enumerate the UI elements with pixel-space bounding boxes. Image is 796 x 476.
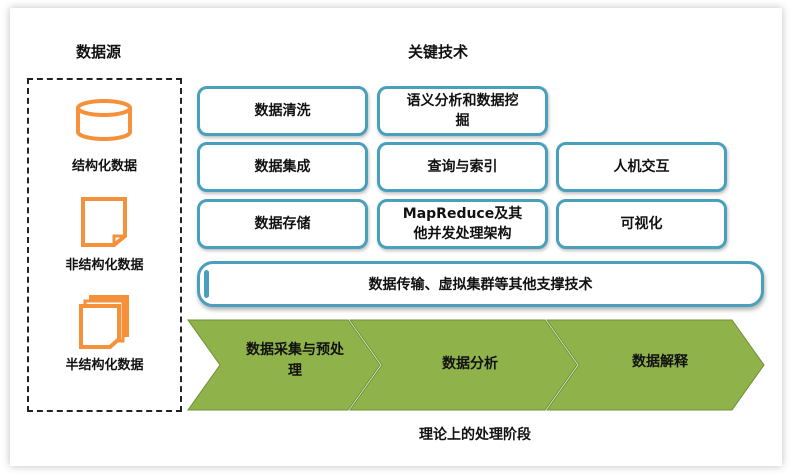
database-cylinder-icon: [76, 99, 132, 141]
tech-box-query-index: 查询与索引: [377, 142, 548, 192]
stage-label-interpretation: 数据解释: [632, 354, 688, 370]
tech-box-mapreduce: MapReduce及其他并发处理架构: [377, 199, 548, 249]
tech-box-semantic-analysis-label: 语义分析和数据挖掘: [406, 92, 519, 129]
stage-arrow-interpretation: [546, 319, 765, 411]
stacked-documents-icon: [79, 295, 129, 349]
tech-box-data-cleaning: 数据清洗: [197, 86, 368, 136]
stage-arrow-analysis: [349, 319, 578, 411]
tech-box-hci: 人机交互: [556, 142, 727, 192]
structured-data-label: 结构化数据: [71, 159, 137, 174]
processing-stage-caption: 理论上的处理阶段: [419, 427, 531, 443]
data-source-header: 数据源: [76, 43, 122, 61]
tech-box-data-integration: 数据集成: [197, 142, 368, 192]
stage-arrow-collection: [187, 319, 381, 411]
stage-label-analysis: 数据分析: [442, 356, 498, 372]
tech-box-semantic-analysis: 语义分析和数据挖掘: [377, 86, 548, 136]
key-tech-header: 关键技术: [408, 43, 469, 61]
stage-label-collection: 数据采集与预处理: [246, 342, 344, 379]
tech-box-visualization: 可视化: [556, 199, 727, 249]
document-icon: [81, 197, 127, 247]
tech-box-data-storage: 数据存储: [197, 199, 368, 249]
support-tech-bar: 数据传输、虚拟集群等其他支撑技术: [197, 261, 764, 307]
unstructured-data-label: 非结构化数据: [65, 258, 144, 273]
tech-box-mapreduce-label: MapReduce及其他并发处理架构: [402, 205, 523, 242]
data-source-panel: [27, 78, 182, 412]
semi-structured-data-label: 半结构化数据: [65, 358, 144, 373]
